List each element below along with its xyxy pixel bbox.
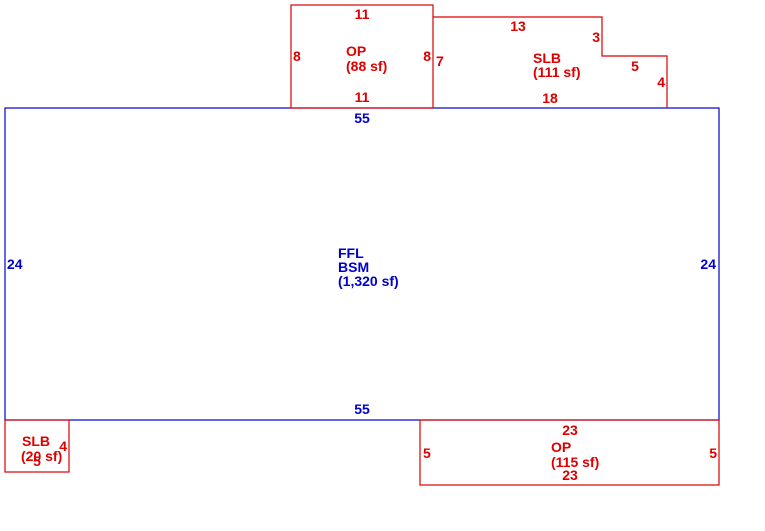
porch-bottom-dim-right: 5 [709, 445, 717, 461]
main-dim-bottom: 55 [354, 401, 370, 417]
slab-top-dim-step-horizontal: 5 [631, 58, 639, 74]
main-dim-top: 55 [354, 110, 370, 126]
slab-top-dim-top: 13 [510, 18, 526, 34]
porch-top-dim-top: 11 [355, 6, 370, 22]
porch-bottom-dim-bottom: 23 [562, 467, 578, 483]
porch-top-dim-right: 8 [423, 48, 431, 64]
slab-top-code: SLB [533, 50, 561, 66]
porch-bottom-dim-left: 5 [423, 445, 431, 461]
slab-top-size: (111 sf) [533, 64, 580, 80]
slab-top-dim-bottom: 18 [542, 90, 558, 106]
main-dim-left: 24 [7, 256, 23, 272]
porch-top-outline [290, 4, 434, 109]
main-area-line1: FFL [338, 245, 364, 261]
porch-top-dim-bottom: 11 [355, 89, 370, 105]
slab-small-code: SLB [22, 433, 50, 449]
slab-top-dim-right: 4 [657, 74, 665, 90]
slab-small-outline [4, 419, 70, 473]
slab-top-outline [433, 16, 668, 108]
porch-bottom-dim-top: 23 [562, 422, 578, 438]
porch-top-code: OP [346, 43, 366, 59]
slab-small-size: (20 sf) [21, 448, 62, 464]
slab-top-dim-left: 7 [436, 53, 444, 69]
main-dim-right: 24 [700, 256, 716, 272]
main-area-line2: BSM [338, 259, 369, 275]
porch-bottom-size: (115 sf) [551, 454, 599, 470]
main-area-size: (1,320 sf) [338, 273, 399, 289]
slab-small-dim-bottom: 5 [33, 453, 41, 469]
porch-bottom-code: OP [551, 439, 571, 455]
porch-bottom-outline [419, 419, 720, 486]
porch-top-size: (88 sf) [346, 58, 387, 74]
porch-top-dim-left: 8 [293, 48, 301, 64]
slab-top-dim-step-vertical: 3 [592, 29, 600, 45]
slab-small-dim-right: 4 [59, 438, 67, 454]
